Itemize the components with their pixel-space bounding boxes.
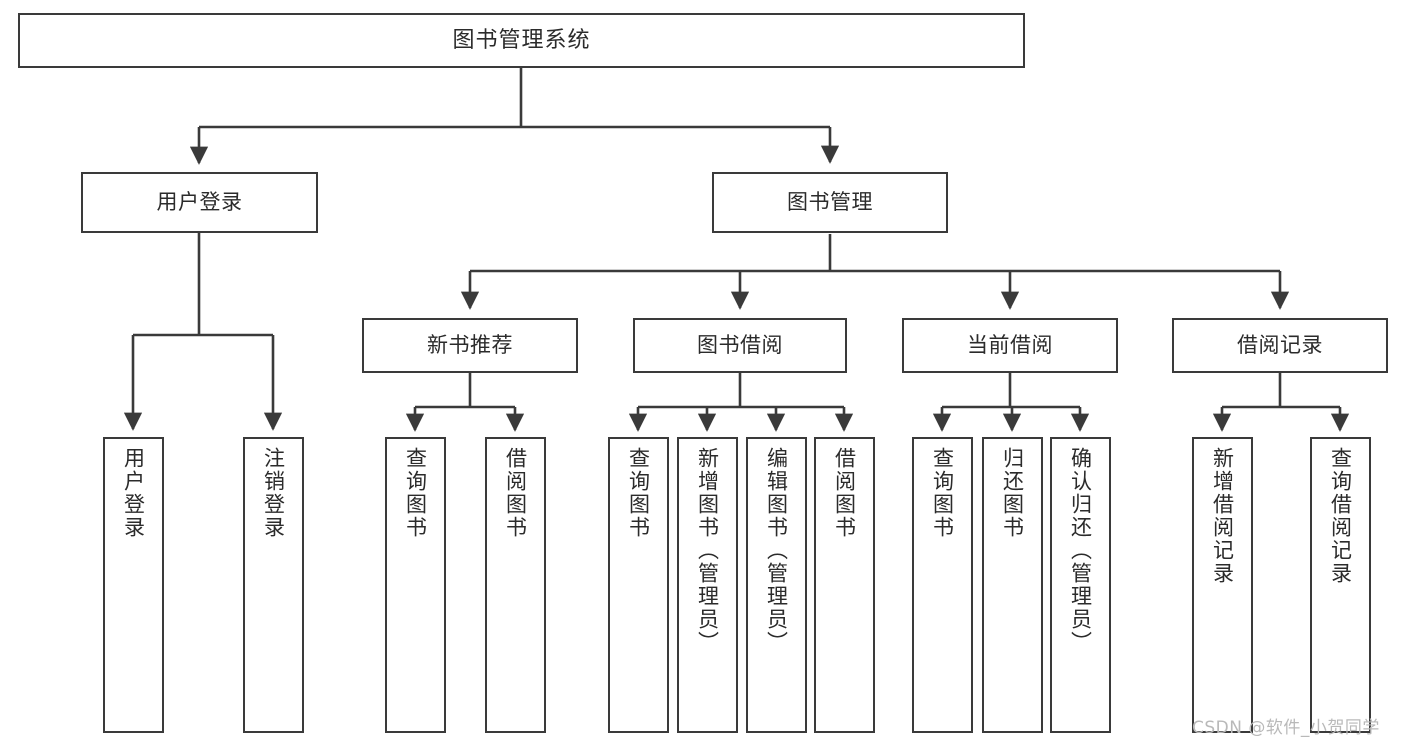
node-label: 查询借阅记录 [1328,447,1353,585]
node-label: 借阅图书 [832,447,857,539]
node-leaf-user-login[interactable]: 用户登录 [103,437,164,733]
node-label: 借阅记录 [1237,333,1323,358]
node-label: 借阅图书 [503,447,528,539]
node-leaf-confirm-return-admin[interactable]: 确认归还（管理员） [1050,437,1111,733]
node-label: 确认归还（管理员） [1068,447,1093,654]
node-leaf-edit-book-admin[interactable]: 编辑图书（管理员） [746,437,807,733]
watermark-csdn: CSDN @软件_小贺同学 [1192,718,1380,738]
node-label: 编辑图书（管理员） [764,447,789,654]
node-leaf-add-borrow-record[interactable]: 新增借阅记录 [1192,437,1253,733]
node-leaf-query-book-borrow[interactable]: 查询图书 [608,437,669,733]
node-label: 用户登录 [156,190,243,215]
node-label: 查询图书 [930,447,955,539]
node-leaf-borrow-book[interactable]: 借阅图书 [814,437,875,733]
node-label: 图书管理 [787,190,873,215]
node-book-borrow[interactable]: 图书借阅 [633,318,847,373]
node-label: 新书推荐 [427,333,513,358]
node-label: 查询图书 [403,447,428,539]
node-book-management[interactable]: 图书管理 [712,172,948,233]
node-root-book-management-system[interactable]: 图书管理系统 [18,13,1025,68]
node-leaf-add-book-admin[interactable]: 新增图书（管理员） [677,437,738,733]
node-leaf-query-borrow-record[interactable]: 查询借阅记录 [1310,437,1371,733]
node-new-book-recommend[interactable]: 新书推荐 [362,318,578,373]
node-leaf-return-book[interactable]: 归还图书 [982,437,1043,733]
node-label: 图书管理系统 [452,27,591,53]
node-label: 归还图书 [1000,447,1025,539]
node-label: 查询图书 [626,447,651,539]
node-current-borrow[interactable]: 当前借阅 [902,318,1118,373]
node-leaf-query-book-current[interactable]: 查询图书 [912,437,973,733]
node-borrow-record[interactable]: 借阅记录 [1172,318,1388,373]
node-label: 图书借阅 [697,333,783,358]
node-leaf-query-book-recommend[interactable]: 查询图书 [385,437,446,733]
node-leaf-borrow-book-recommend[interactable]: 借阅图书 [485,437,546,733]
node-label: 注销登录 [261,447,286,539]
node-user-login[interactable]: 用户登录 [81,172,318,233]
node-label: 用户登录 [121,447,146,539]
node-label: 新增借阅记录 [1210,447,1235,585]
node-label: 新增图书（管理员） [695,447,720,654]
node-leaf-logout-login[interactable]: 注销登录 [243,437,304,733]
node-label: 当前借阅 [967,333,1053,358]
